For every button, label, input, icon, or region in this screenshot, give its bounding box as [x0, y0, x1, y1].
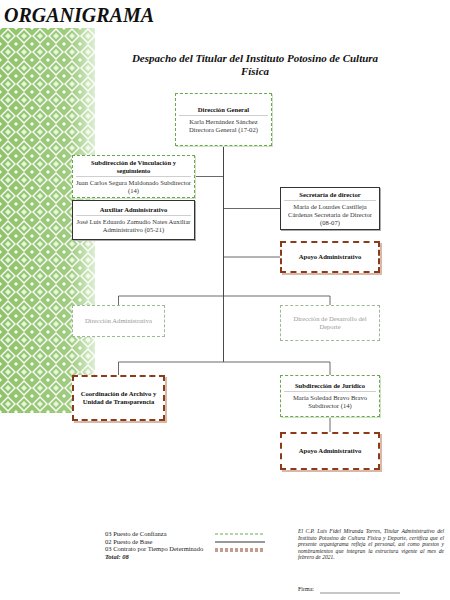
org-box: Auxiliar AdministrativoJosé Luis Eduardo… [72, 200, 195, 240]
legend-line-contrato [215, 551, 265, 552]
legend-line-contrato [215, 549, 265, 550]
legend-total: Total: 08 [105, 553, 203, 561]
box-heading: Apoyo Administrativo [285, 253, 375, 261]
box-heading: Coordinación de Archivo y Unidad de Tran… [77, 390, 160, 406]
box-heading: Dirección de Desarrollo del Deporte [284, 315, 376, 331]
legend-text: 02 Puesto de Base [105, 538, 203, 546]
legend-samples [215, 534, 265, 551]
org-box: Secretaría de directorMaría de Lourdes C… [280, 187, 380, 230]
box-heading: Subdirección de Vinculación y seguimient… [76, 159, 191, 177]
org-box: Dirección GeneralKarla Hernández Sánchez… [175, 93, 272, 146]
page-heading: ORGANIGRAMA [4, 4, 154, 27]
box-body: María Soledad Bravo Bravo Subdirector (1… [284, 394, 376, 410]
org-box: Dirección Administrativa [72, 305, 165, 337]
box-body: José Luis Eduardo Zamudio Nates Auxiliar… [76, 218, 191, 234]
org-box: Subdirección de Vinculación y seguimient… [72, 155, 195, 198]
org-box: Apoyo Administrativo [280, 432, 380, 470]
org-connector [195, 146, 224, 177]
certification-note: El C.P. Luis Fidel Miranda Torres, Titul… [298, 528, 444, 561]
org-box: Subdirección de JurídicoMaría Soledad Br… [280, 375, 380, 417]
legend-text: 03 Contrato por Tiempo Determinado [105, 545, 203, 553]
org-connector [224, 146, 281, 209]
box-heading: Apoyo Administrativo [285, 447, 375, 455]
legend-text: 03 Puesto de Confianza [105, 530, 203, 538]
box-body: Karla Hernández Sánchez Directora Genera… [179, 118, 268, 134]
signature-line [320, 593, 400, 594]
org-connector [330, 417, 331, 432]
box-body: Juan Carlos Segura Maldonado Subdirector… [76, 179, 191, 195]
diagram-title: Despacho del Titular del Instituto Potos… [130, 52, 380, 78]
org-connector [224, 146, 281, 257]
box-heading: Dirección Administrativa [76, 317, 161, 325]
org-box: Dirección de Desarrollo del Deporte [280, 305, 380, 341]
org-box: Coordinación de Archivo y Unidad de Tran… [72, 375, 165, 421]
box-body: María de Lourdes Castilleja Cárdenas Sec… [284, 203, 376, 227]
legend: 03 Puesto de Confianza02 Puesto de Base0… [105, 530, 203, 560]
box-heading: Secretaría de director [284, 191, 376, 201]
legend-line-confianza [215, 533, 265, 534]
org-box: Apoyo Administrativo [280, 241, 380, 273]
box-heading: Dirección General [179, 106, 268, 116]
legend-line-base [215, 542, 265, 543]
signature-label: Firma: [298, 586, 314, 592]
box-heading: Subdirección de Jurídico [284, 382, 376, 392]
box-heading: Auxiliar Administrativo [76, 206, 191, 216]
